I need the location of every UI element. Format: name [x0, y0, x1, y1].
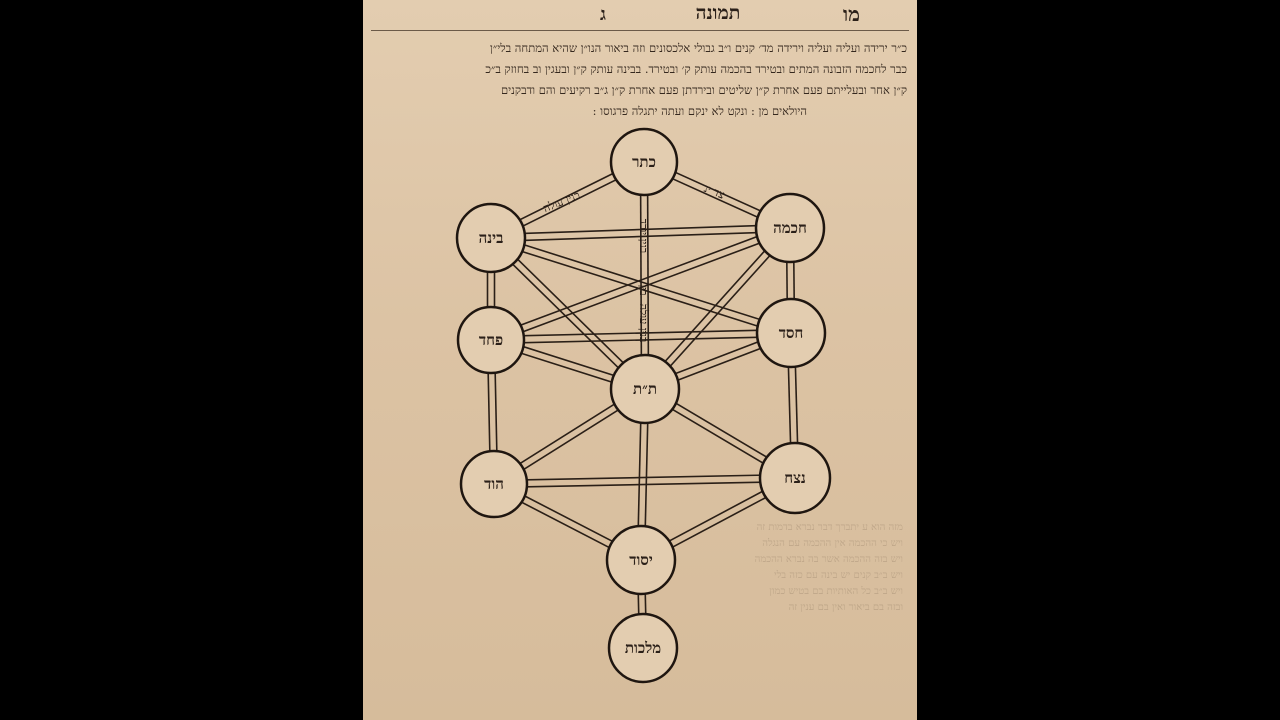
bleed-line: ויש ב״ב כל האותיות בם בטיש כמון: [769, 586, 903, 597]
channel-line-netzach-hod: [494, 480, 796, 489]
node-hod: הוד: [459, 449, 529, 519]
page-number: מו: [843, 2, 860, 26]
diagram-nodes: כתר חכמה בינה חסד פחד ת״ת: [455, 127, 832, 684]
header-divider: [371, 30, 909, 31]
channel-label-keter-tiferet-bottom: בנין עולה: [637, 304, 650, 343]
channel-line-chochmah-binah: [491, 230, 791, 243]
book-page: ג תמונה מו כ״ר ירידה ועליה ועליה וירידה …: [363, 0, 917, 720]
node-chochmah: חכמה: [754, 192, 826, 264]
node-label-netzach: נצח: [784, 469, 806, 487]
sefirot-diagram: בנין עולה צד ינ בנין יורד בין בנין עולה …: [455, 127, 832, 684]
node-chesed: חסד: [755, 297, 827, 369]
node-malchut: מלכות: [607, 612, 679, 684]
bleed-line: ויש כי ההכמה אין ההכמה עם הנגלה: [762, 538, 903, 549]
channel-line-binah-chesed: [491, 233, 793, 331]
channel-label-keter-binah: בנין עולה: [541, 189, 582, 216]
node-label-chesed: חסד: [779, 324, 804, 342]
node-pachad: פחד: [456, 305, 526, 375]
channel-line-binah-tiferet: [492, 234, 649, 388]
node-label-tiferet: ת״ת: [633, 380, 657, 398]
channel-line-chesed-pachad: [490, 328, 791, 338]
diagram-channel-labels: בנין עולה צד ינ בנין יורד בין בנין עולה: [541, 182, 726, 342]
bleed-line: מזה הוא ע יתברך דבר נברא בדמות זה: [756, 522, 903, 533]
channel-line-chochmah-tiferet: [641, 225, 788, 388]
channel-line-chochmah-binah: [490, 223, 790, 236]
node-label-yesod: יסוד: [629, 551, 653, 569]
node-binah: בינה: [455, 202, 527, 274]
intro-line-4: היולאים מן : ונקט לא ינקם ועתה יתגלה פרג…: [592, 104, 807, 118]
channel-line-binah-chesed: [489, 240, 791, 338]
intro-line-1: כ״ר ירידה ועליה ועליה וירידה מד׳ קנים ו״…: [489, 41, 907, 55]
channel-line-keter-tiferet: [639, 162, 643, 390]
node-label-pachad: פחד: [479, 331, 503, 349]
intro-line-3: ק״ן אחר ובעלייתם פעם אחרת ק״ן שליטים ובי…: [500, 83, 907, 97]
node-label-binah: בינה: [479, 229, 504, 247]
node-tiferet: ת״ת: [609, 353, 681, 425]
intro-line-2: כבר לחכמה הזבונה המתים ובטירד בהכמה עותק…: [485, 62, 907, 76]
channel-line-keter-tiferet: [646, 161, 650, 389]
page-letter: ג: [600, 4, 606, 25]
node-keter: כתר: [609, 127, 679, 197]
node-yesod: יסוד: [605, 524, 677, 596]
bleed-line: ויש ב״ב קנים יש בינה עם כזה בלי: [773, 570, 903, 581]
channel-label-crossing: בין: [637, 285, 650, 296]
bleed-through-text: מזה הוא ע יתברך דבר נברא בדמות זה ויש כי…: [563, 520, 903, 616]
channel-line-binah-tiferet: [487, 239, 644, 393]
node-label-chochmah: חכמה: [773, 219, 807, 237]
node-netzach: נצח: [758, 441, 832, 515]
channel-line-chochmah-pachad: [491, 230, 792, 345]
bleed-line: ובזה בם ביאור ואין בם ענין זה: [788, 602, 903, 613]
channel-line-netzach-hod: [493, 473, 795, 482]
channel-line-chochmah-tiferet: [647, 229, 794, 392]
channel-line-chesed-pachad: [491, 335, 792, 345]
intro-paragraph: כ״ר ירידה ועליה ועליה וירידה מד׳ קנים ו״…: [375, 38, 907, 122]
page-title: תמונה: [695, 2, 741, 24]
node-label-keter: כתר: [632, 153, 656, 171]
bleed-line: ויש בזה ההכמה אשר בה נברא ההכמה: [754, 554, 903, 565]
node-label-hod: הוד: [484, 475, 504, 493]
node-label-malchut: מלכות: [625, 639, 661, 657]
channel-label-keter-chochmah: צד ינ: [702, 182, 727, 202]
channel-label-keter-tiferet-top: בנין יורד: [637, 219, 650, 253]
